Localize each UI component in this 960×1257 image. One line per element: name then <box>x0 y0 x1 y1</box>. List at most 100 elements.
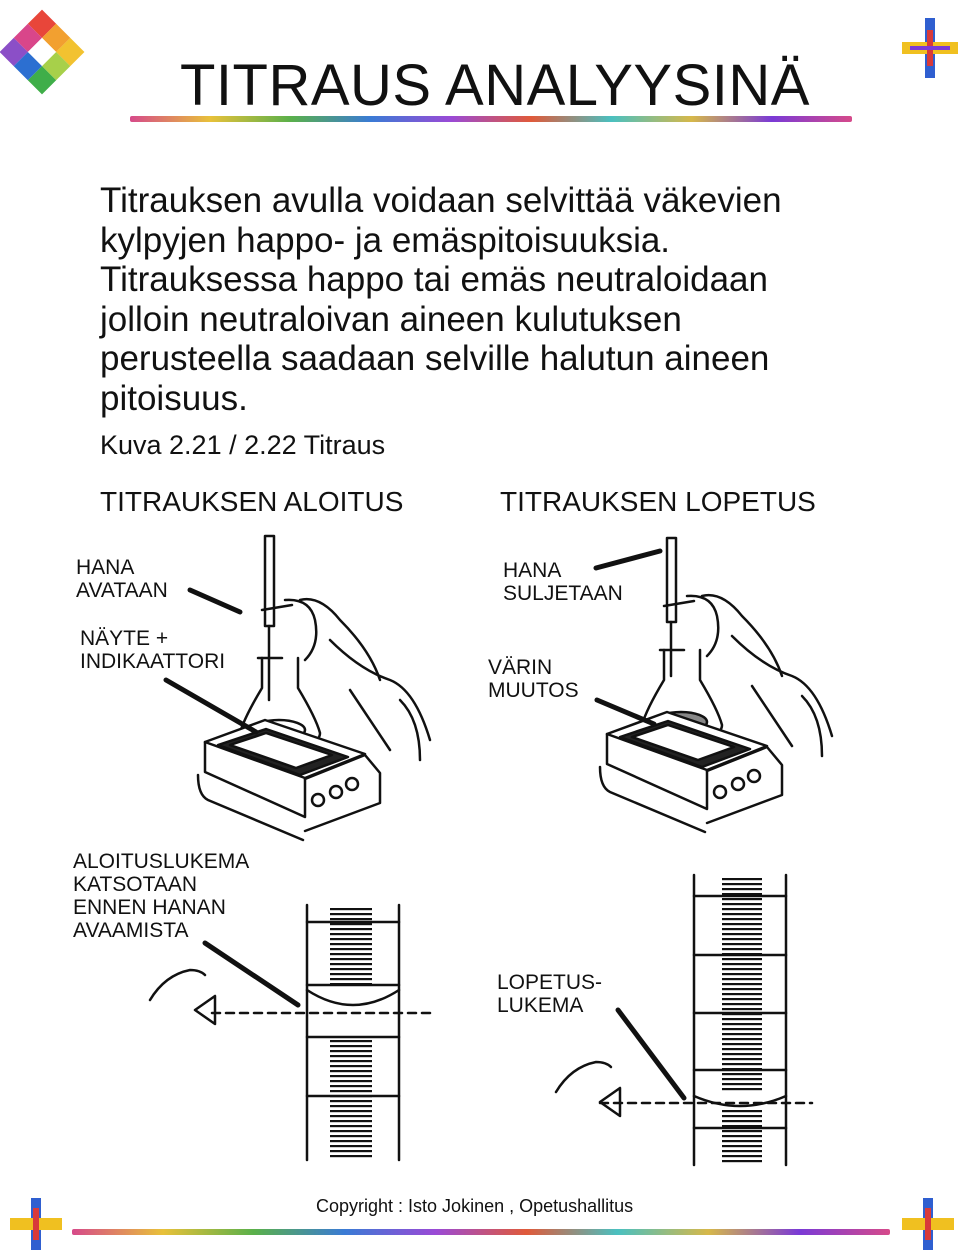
burette-graduation-mark <box>722 928 762 931</box>
burette-graduation-mark <box>722 893 762 896</box>
pointer-end-reading <box>615 1007 687 1101</box>
start-reading-burette <box>305 903 401 1162</box>
burette-graduation-mark <box>330 1135 372 1138</box>
title-rule <box>130 116 852 122</box>
burette-graduation-mark <box>330 1110 372 1113</box>
burette-graduation-mark <box>330 943 372 946</box>
burette-graduation-mark <box>722 1033 762 1036</box>
burette-graduation-mark <box>330 923 372 926</box>
label-end-reading: LOPETUS-LUKEMA <box>497 971 603 1017</box>
burette-graduation-mark <box>722 1063 762 1066</box>
burette-graduation-mark <box>722 1140 762 1143</box>
burette-graduation-mark <box>722 963 762 966</box>
burette-graduation-mark <box>722 1135 762 1138</box>
burette-graduation-mark <box>722 998 762 1001</box>
pointer-sample <box>163 677 259 735</box>
end-apparatus-illustration <box>598 536 834 834</box>
end-reading-burette <box>692 873 788 1167</box>
burette-graduation-mark <box>330 1145 372 1148</box>
burette-graduation-mark <box>722 883 762 886</box>
eye-icon-end <box>554 1060 622 1118</box>
burette-graduation-mark <box>330 973 372 976</box>
burette-graduation-mark <box>722 1125 762 1128</box>
intro-line: perusteella saadaan selville halutun ain… <box>100 339 770 378</box>
burette-graduation-mark <box>722 1073 762 1076</box>
burette-graduation-mark <box>722 1145 762 1148</box>
burette-graduation-mark <box>330 1065 372 1068</box>
end-heading: TITRAUKSEN LOPETUS <box>500 486 816 517</box>
burette-graduation-mark <box>722 1018 762 1021</box>
burette-graduation-mark <box>722 938 762 941</box>
burette-graduation-mark <box>330 1155 372 1158</box>
burette-graduation-mark <box>722 1110 762 1113</box>
burette-graduation-mark <box>330 1090 372 1093</box>
burette-graduation-mark <box>722 1120 762 1123</box>
burette-graduation-mark <box>722 1048 762 1051</box>
burette-graduation-mark <box>722 1068 762 1071</box>
burette-graduation-mark <box>722 953 762 956</box>
burette-graduation-mark <box>330 953 372 956</box>
burette-graduation-mark <box>330 983 372 986</box>
start-heading: TITRAUKSEN ALOITUS <box>100 486 404 517</box>
intro-line: Titrauksessa happo tai emäs neutraloidaa… <box>100 260 768 299</box>
burette-graduation-mark <box>330 958 372 961</box>
intro-line: Titrauksen avulla voidaan selvittää väke… <box>100 181 782 220</box>
burette-graduation-mark <box>722 988 762 991</box>
burette-graduation-mark <box>330 1150 372 1153</box>
label-sample-indicator: NÄYTE +INDIKAATTORI <box>80 627 226 673</box>
burette-graduation-mark <box>722 1150 762 1153</box>
burette-graduation-mark <box>330 1070 372 1073</box>
figure-caption: Kuva 2.21 / 2.22 Titraus <box>100 430 386 460</box>
burette-graduation-mark <box>722 1013 762 1016</box>
burette-graduation-mark <box>722 1155 762 1158</box>
burette-graduation-mark <box>330 1115 372 1118</box>
burette-graduation-mark <box>722 898 762 901</box>
burette-graduation-mark <box>330 1095 372 1098</box>
burette-graduation-mark <box>330 1140 372 1143</box>
burette-graduation-mark <box>722 958 762 961</box>
burette-graduation-mark <box>330 933 372 936</box>
burette-graduation-mark <box>330 938 372 941</box>
burette-graduation-mark <box>722 1160 762 1163</box>
burette-graduation-mark <box>330 1060 372 1063</box>
burette-graduation-mark <box>330 1075 372 1078</box>
burette-graduation-mark <box>722 913 762 916</box>
burette-graduation-mark <box>330 1080 372 1083</box>
burette-graduation-mark <box>722 973 762 976</box>
intro-line: kylpyjen happo- ja emäspitoisuuksia. <box>100 220 671 260</box>
intro-paragraph: Titrauksen avulla voidaan selvittää väke… <box>100 181 900 418</box>
burette-graduation-mark <box>722 1043 762 1046</box>
burette-graduation-mark <box>722 1078 762 1081</box>
burette-graduation-mark <box>722 978 762 981</box>
burette-graduation-mark <box>722 903 762 906</box>
burette-graduation-mark <box>330 948 372 951</box>
burette-graduation-mark <box>722 1028 762 1031</box>
burette-graduation-mark <box>722 1003 762 1006</box>
burette-graduation-mark <box>722 908 762 911</box>
burette-graduation-mark <box>722 878 762 881</box>
burette-graduation-mark <box>722 1053 762 1056</box>
burette-graduation-mark <box>722 983 762 986</box>
intro-line: pitoisuus. <box>100 378 248 418</box>
burette-graduation-mark <box>722 1008 762 1011</box>
burette-graduation-mark <box>330 968 372 971</box>
burette-graduation-mark <box>722 1083 762 1086</box>
burette-graduation-mark <box>722 1058 762 1061</box>
burette-graduation-mark <box>330 978 372 981</box>
burette-graduation-mark <box>722 948 762 951</box>
burette-graduation-mark <box>330 908 372 911</box>
burette-graduation-mark <box>330 918 372 921</box>
burette-graduation-mark <box>722 968 762 971</box>
burette-graduation-mark <box>722 923 762 926</box>
burette-graduation-mark <box>722 993 762 996</box>
page-title: TITRAUS ANALYYSINÄ <box>180 53 810 118</box>
footer-rule <box>72 1229 890 1235</box>
burette-graduation-mark <box>330 963 372 966</box>
burette-graduation-mark <box>722 933 762 936</box>
burette-graduation-mark <box>330 1130 372 1133</box>
burette-graduation-mark <box>722 888 762 891</box>
burette-graduation-mark <box>330 913 372 916</box>
